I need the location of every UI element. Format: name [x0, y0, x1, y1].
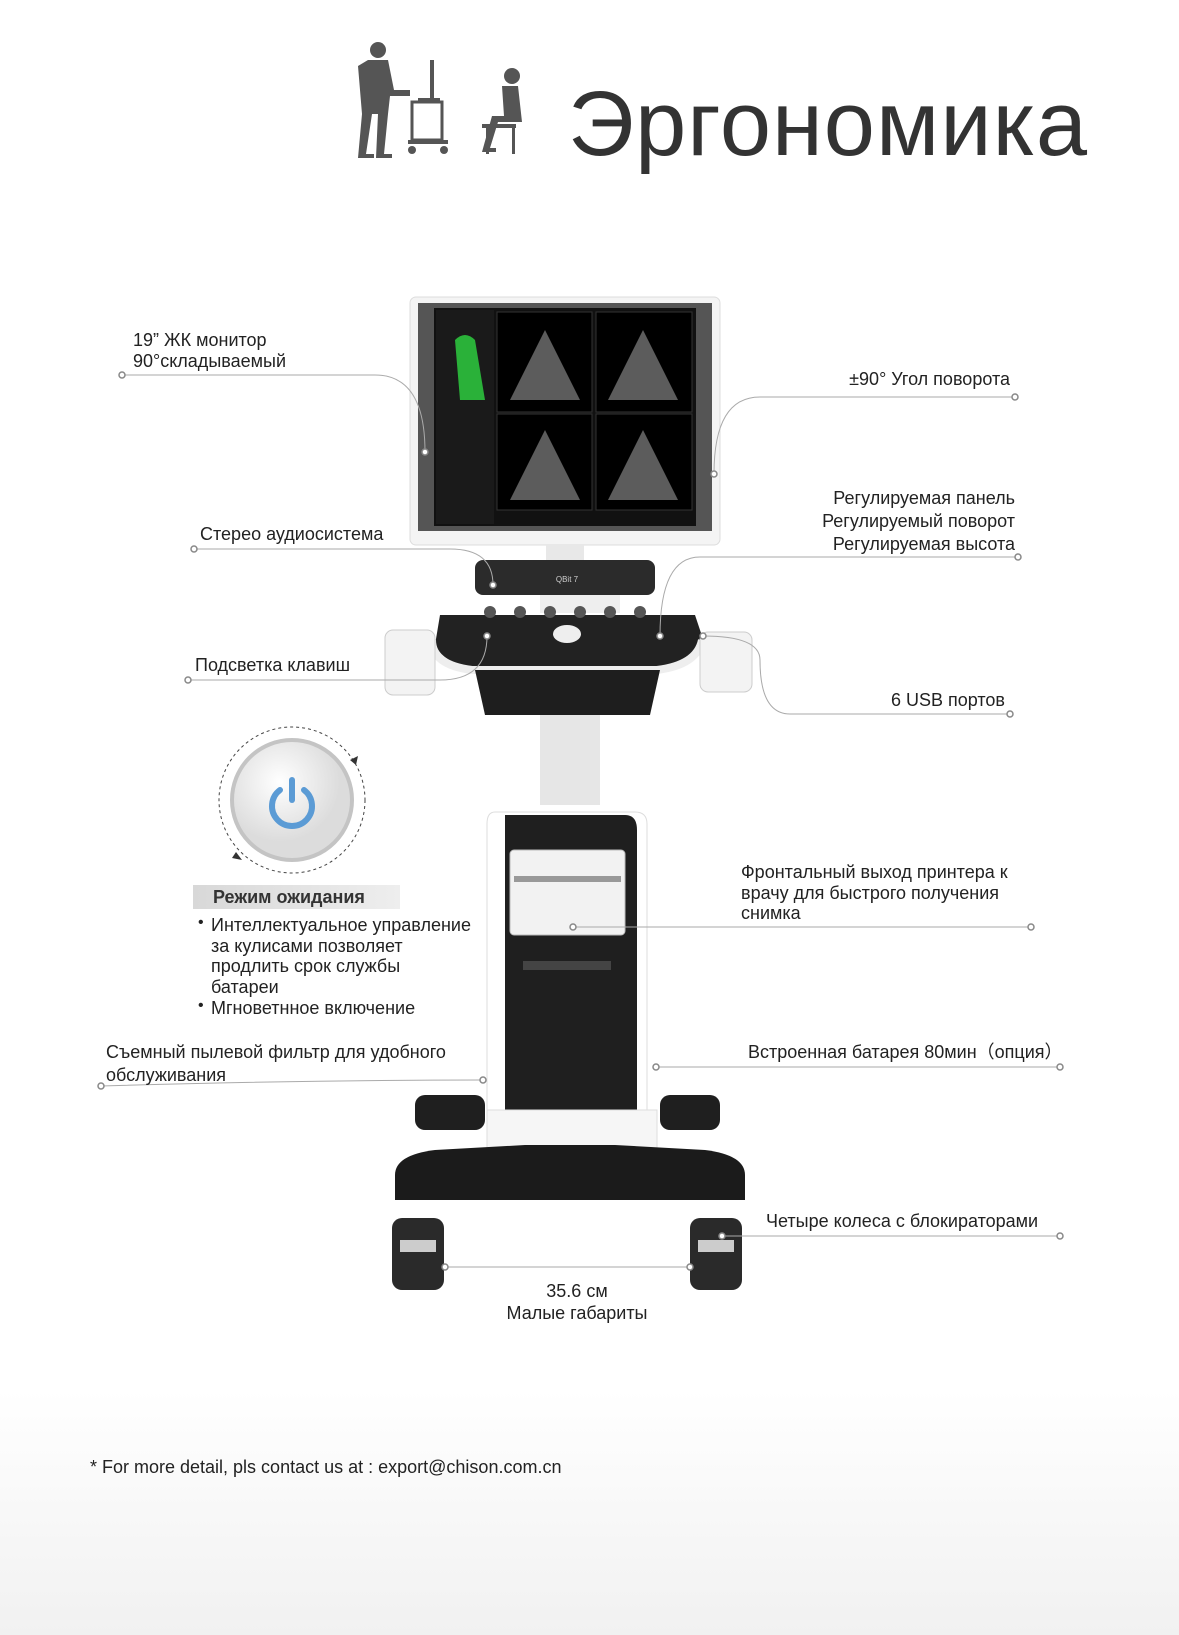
bullet-icon: • [198, 914, 204, 931]
callout-filter-line2: обслуживания [106, 1065, 227, 1085]
callout-panel-line2: Регулируемый поворот [822, 511, 1015, 531]
callout-monitor-line1: 19” ЖК монитор [133, 330, 267, 350]
callout-usb: 6 USB портов [890, 690, 1005, 710]
callout-battery: Встроенная батарея 80мин（опция） [748, 1042, 1063, 1062]
callout-monitor: 19” ЖК монитор 90°складываемый [133, 330, 286, 372]
standby-bullet: • Интеллектуальное управление за кулисами… [198, 914, 471, 997]
page-title: Эргономика [568, 73, 1089, 175]
callout-panel-line3: Регулируемая высота [832, 534, 1015, 554]
callout-monitor-line2: 90°складываемый [133, 351, 286, 371]
callout-audio: Стерео аудиосистема [200, 524, 384, 544]
standby-title: Режим ожидания [193, 885, 400, 909]
callout-printer-line3: снимка [741, 903, 801, 923]
callout-printer-line1: Фронтальный выход принтера к [741, 862, 1008, 882]
callout-panel-line1: Регулируемая панель [833, 488, 1015, 508]
standby-bullet: • Мгноветнное включение [198, 997, 471, 1019]
callout-printer-line2: врачу для быстрого получения [741, 882, 1000, 903]
bullet-icon: • [198, 997, 204, 1014]
standby-power-button [218, 726, 366, 874]
ergonomics-people-icon [358, 42, 522, 158]
callout-rotation: ±90° Угол поворота [849, 369, 1010, 389]
callout-filter-line1: Съемный пылевой фильтр для удобного [106, 1042, 446, 1062]
callout-panel: Регулируемая панель Регулируемый поворот… [822, 487, 1015, 556]
callout-printer: Фронтальный выход принтера к врачу для б… [741, 862, 1008, 924]
callout-filter: Съемный пылевой фильтр для удобного обсл… [106, 1041, 446, 1087]
callout-size-caption: Малые габариты [506, 1303, 648, 1323]
callout-wheels: Четыре колеса с блокираторами [766, 1211, 1039, 1231]
standby-bullet-text: Мгноветнное включение [211, 998, 416, 1018]
callout-size-value: 35.6 см [546, 1281, 608, 1301]
callout-size: 35.6 см Малые габариты [477, 1280, 677, 1324]
footer-contact: * For more detail, pls contact us at : e… [90, 1457, 562, 1477]
power-icon [269, 777, 315, 829]
callout-backlight: Подсветка клавиш [195, 655, 351, 675]
standby-bullet-text: Интеллектуальное управление за кулисами … [211, 915, 471, 997]
brand-logo: QBit 7 [556, 575, 579, 584]
